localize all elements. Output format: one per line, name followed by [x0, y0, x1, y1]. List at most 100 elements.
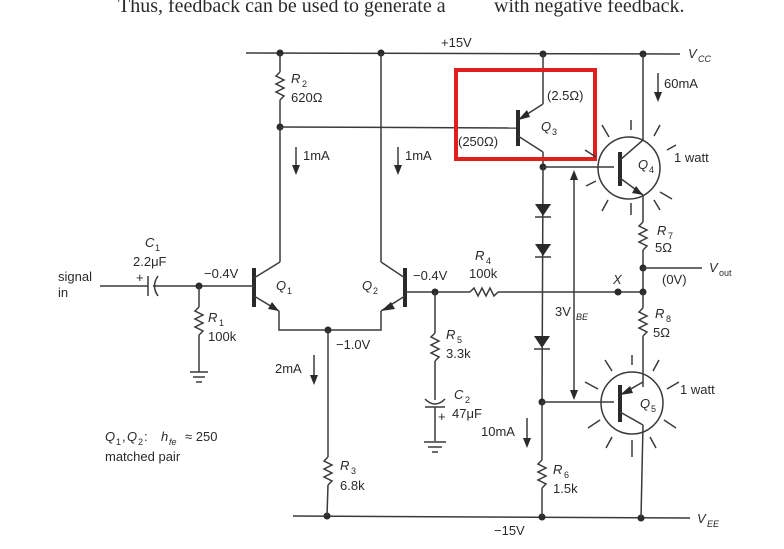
svg-text:R: R: [340, 458, 349, 473]
vcc-rail: [245, 49, 681, 58]
q3-emitter-note: (2.5Ω): [547, 88, 583, 103]
svg-text:1.5k: 1.5k: [553, 481, 578, 496]
svg-text:1: 1: [116, 437, 121, 447]
svg-text:8: 8: [666, 314, 671, 324]
svg-text:2: 2: [302, 79, 307, 89]
svg-text:5: 5: [651, 404, 656, 414]
svg-text:47μF: 47μF: [452, 406, 482, 421]
i-q4-label: 60mA: [664, 76, 698, 91]
q2-base-voltage-label: −0.4V: [413, 268, 448, 283]
q2-transistor: [328, 261, 407, 331]
svg-text:2.2μF: 2.2μF: [133, 254, 167, 269]
r8-resistor: [637, 292, 649, 387]
r2-resistor: [274, 53, 286, 127]
i-r6-label: 10mA: [481, 424, 515, 439]
c2-label: C 2 47μF: [452, 387, 482, 421]
svg-text:7: 7: [668, 231, 673, 241]
svg-text:3: 3: [351, 466, 356, 476]
svg-text:3: 3: [552, 127, 557, 137]
ground-icon: [424, 441, 446, 453]
node-x-label: X: [612, 272, 623, 287]
svg-text:,: ,: [122, 429, 126, 444]
r1-resistor: [193, 286, 205, 372]
svg-text:R: R: [475, 248, 484, 263]
svg-text:h: h: [161, 429, 168, 444]
svg-text:6.8k: 6.8k: [340, 478, 365, 493]
svg-text:in: in: [58, 285, 68, 300]
c1-capacitor: [147, 275, 254, 297]
r3-label: R 3 6.8k: [340, 458, 365, 493]
vout-voltage-label: (0V): [662, 272, 687, 287]
svg-text:100k: 100k: [469, 266, 498, 281]
q3-highlight-box: [454, 68, 597, 161]
svg-text:R: R: [657, 223, 666, 238]
svg-text:BE: BE: [576, 312, 589, 322]
i-tail-arrow: [310, 355, 318, 385]
svg-text:Q: Q: [541, 119, 551, 134]
r3-resistor: [322, 330, 334, 517]
node-x: [614, 288, 622, 296]
svg-text:2: 2: [373, 286, 378, 296]
svg-text:≈ 250: ≈ 250: [185, 429, 217, 444]
svg-text::: :: [144, 429, 148, 444]
i-r6-arrow: [523, 418, 531, 448]
svg-text:V: V: [709, 260, 719, 275]
r5-resistor: [429, 292, 441, 400]
header-text-left: Thus, feedback can be used to generate a: [118, 0, 446, 17]
q4-label: Q 4: [638, 157, 654, 175]
svg-text:R: R: [208, 310, 217, 325]
vbe-label: 3V BE: [555, 304, 589, 322]
svg-text:C: C: [454, 387, 464, 402]
svg-text:R: R: [553, 462, 562, 477]
i-q2-arrow: [394, 147, 402, 175]
svg-text:matched pair: matched pair: [105, 449, 181, 464]
q2-label: Q 2: [362, 278, 378, 296]
svg-text:Q: Q: [105, 429, 115, 444]
svg-text:EE: EE: [707, 519, 720, 529]
r5-label: R 5 3.3k: [446, 327, 471, 361]
svg-text:V: V: [688, 46, 698, 61]
r8-label: R 8 5Ω: [653, 306, 671, 340]
svg-text:out: out: [719, 268, 732, 278]
svg-text:6: 6: [564, 470, 569, 480]
q5-power-label: 1 watt: [680, 382, 715, 397]
i-q2-label: 1mA: [405, 148, 432, 163]
q1-label: Q 1: [276, 278, 292, 296]
svg-text:4: 4: [486, 256, 491, 266]
svg-text:R: R: [446, 327, 455, 342]
vee-rail: [292, 512, 691, 522]
svg-text:5Ω: 5Ω: [655, 240, 672, 255]
c1-polarity: +: [136, 270, 144, 285]
q4-power-label: 1 watt: [674, 150, 709, 165]
vbe-arrow: [570, 170, 578, 400]
svg-text:1: 1: [287, 286, 292, 296]
svg-text:100k: 100k: [208, 329, 237, 344]
diode-3-icon: [534, 336, 550, 350]
svg-text:3.3k: 3.3k: [446, 346, 471, 361]
r7-label: R 7 5Ω: [655, 223, 673, 255]
svg-text:3V: 3V: [555, 304, 571, 319]
emitter-voltage-label: −1.0V: [336, 337, 371, 352]
header-text-right: with negative feedback.: [494, 0, 684, 17]
q5-glow-icon: [584, 355, 680, 457]
ground-icon: [190, 371, 208, 383]
svg-text:5Ω: 5Ω: [653, 325, 670, 340]
svg-text:620Ω: 620Ω: [291, 90, 323, 105]
diode-1-icon: [535, 204, 551, 218]
svg-text:4: 4: [649, 165, 654, 175]
svg-text:fe: fe: [169, 437, 177, 447]
i-q1-label: 1mA: [303, 148, 330, 163]
svg-text:1: 1: [219, 318, 224, 328]
svg-text:R: R: [655, 306, 664, 321]
r2-label: R 2 620Ω: [291, 71, 323, 105]
signal-in-label: signal in: [58, 269, 92, 300]
svg-text:Q: Q: [638, 157, 648, 172]
svg-text:1: 1: [155, 243, 160, 253]
q3-base-note: (250Ω): [458, 134, 498, 149]
svg-text:2: 2: [138, 437, 143, 447]
r6-resistor: [536, 402, 548, 517]
q4-transistor: [597, 54, 661, 222]
q1-base-voltage-label: −0.4V: [204, 266, 239, 281]
svg-text:signal: signal: [58, 269, 92, 284]
